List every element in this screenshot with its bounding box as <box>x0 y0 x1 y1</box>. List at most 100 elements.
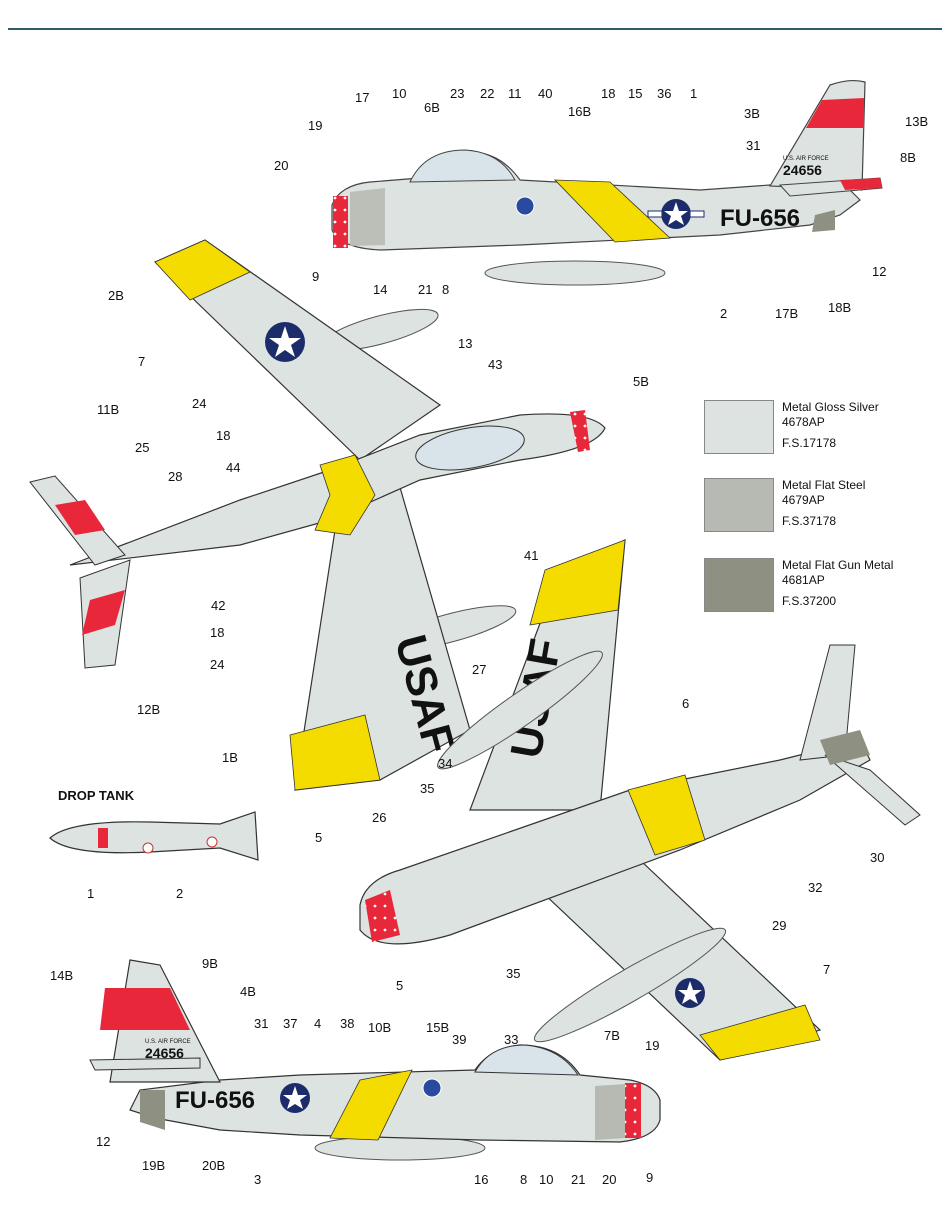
callout-top-profile-6B: 6B <box>424 100 440 115</box>
drop-tank <box>49 811 259 861</box>
callout-bottom-profile-4B: 4B <box>240 984 256 999</box>
top-view: USAF <box>29 239 606 791</box>
legend-steel-fs: F.S.37178 <box>782 514 837 528</box>
callout-bottom-view-26: 26 <box>372 810 386 825</box>
callout-bottom-view-30: 30 <box>870 850 884 865</box>
side-profile-left: FU-656 24656 U.S. AIR FORCE <box>89 959 661 1161</box>
callout-top-profile-19: 19 <box>308 118 322 133</box>
callout-top-view-7: 7 <box>138 354 145 369</box>
callout-top-view-43: 43 <box>488 357 502 372</box>
callout-top-view-11B: 11B <box>97 402 119 417</box>
callout-bottom-profile-12: 12 <box>96 1134 110 1149</box>
callout-top-profile-9: 9 <box>312 269 319 284</box>
drop-tank-title: DROP TANK <box>58 788 135 803</box>
swatch-flat-steel <box>704 478 774 532</box>
callout-bottom-profile-20B: 20B <box>202 1158 225 1173</box>
callout-top-profile-21: 21 <box>418 282 432 297</box>
callout-top-profile-20: 20 <box>274 158 288 173</box>
callout-top-profile-12: 12 <box>872 264 886 279</box>
callout-top-profile-36: 36 <box>657 86 671 101</box>
callout-top-profile-17B: 17B <box>775 306 798 321</box>
callout-top-profile-40: 40 <box>538 86 552 101</box>
callout-top-profile-8B: 8B <box>900 150 916 165</box>
callout-top-view-24: 24 <box>192 396 206 411</box>
callout-top-profile-23: 23 <box>450 86 464 101</box>
legend-steel-code: 4679AP <box>782 493 825 507</box>
callout-bottom-profile-10: 10 <box>539 1172 553 1187</box>
callout-bottom-view-32: 32 <box>808 880 822 895</box>
legend-steel-name: Metal Flat Steel <box>782 478 866 492</box>
tail-serial-bottom: 24656 <box>145 1045 184 1061</box>
callout-bottom-view-5: 5 <box>315 830 322 845</box>
callout-top-profile-22: 22 <box>480 86 494 101</box>
callout-top-profile-16B: 16B <box>568 104 591 119</box>
callout-bottom-profile-39: 39 <box>452 1032 466 1047</box>
callout-bottom-profile-16: 16 <box>474 1172 488 1187</box>
callout-bottom-profile-33: 33 <box>504 1032 518 1047</box>
callout-bottom-view-7: 7 <box>823 962 830 977</box>
callout-bottom-profile-9B: 9B <box>202 956 218 971</box>
legend-gunmetal-code: 4681AP <box>782 573 825 587</box>
callout-drop-tank-2: 2 <box>176 886 183 901</box>
callout-top-profile-8: 8 <box>442 282 449 297</box>
callout-top-view-42: 42 <box>211 598 225 613</box>
callout-top-profile-14: 14 <box>373 282 387 297</box>
side-profile-right: FU-656 24656 U.S. AIR FORCE <box>331 79 883 286</box>
callout-top-profile-2B: 2B <box>108 288 124 303</box>
callout-top-view-5B: 5B <box>633 374 649 389</box>
callout-bottom-profile-37: 37 <box>283 1016 297 1031</box>
callout-top-view-13: 13 <box>458 336 472 351</box>
callout-top-view-41: 41 <box>524 548 538 563</box>
callout-drop-tank-1: 1 <box>87 886 94 901</box>
callout-top-view-1B: 1B <box>222 750 238 765</box>
callout-bottom-profile-31: 31 <box>254 1016 268 1031</box>
callout-bottom-profile-8: 8 <box>520 1172 527 1187</box>
swatch-gloss-silver <box>704 400 774 454</box>
callout-bottom-view-5: 5 <box>396 978 403 993</box>
callout-top-profile-31: 31 <box>746 138 760 153</box>
legend-silver-name: Metal Gloss Silver <box>782 400 879 414</box>
callout-top-profile-10: 10 <box>392 86 406 101</box>
callout-top-profile-15: 15 <box>628 86 642 101</box>
callout-bottom-profile-7B: 7B <box>604 1028 620 1043</box>
callout-top-profile-11: 11 <box>508 86 522 101</box>
tail-serial-top: 24656 <box>783 162 822 178</box>
legend-gunmetal-fs: F.S.37200 <box>782 594 837 608</box>
callout-top-view-18: 18 <box>210 625 224 640</box>
callout-top-profile-3B: 3B <box>744 106 760 121</box>
callout-top-profile-1: 1 <box>690 86 697 101</box>
callout-top-view-27: 27 <box>472 662 486 677</box>
callout-top-profile-13B: 13B <box>905 114 928 129</box>
callout-bottom-profile-14B: 14B <box>50 968 73 983</box>
callout-bottom-profile-38: 38 <box>340 1016 354 1031</box>
buzz-number-bottom: FU-656 <box>175 1087 255 1114</box>
callout-top-view-25: 25 <box>135 440 149 455</box>
callout-bottom-view-35: 35 <box>506 966 520 981</box>
legend-silver-code: 4678AP <box>782 415 825 429</box>
buzz-number-top: FU-656 <box>720 205 800 232</box>
bottom-view: USAF <box>359 539 921 1061</box>
callout-top-view-24: 24 <box>210 657 224 672</box>
legend-steel: Metal Flat Steel 4679AP F.S.37178 <box>782 478 865 529</box>
callout-bottom-profile-10B: 10B <box>368 1020 391 1035</box>
legend-silver: Metal Gloss Silver 4678AP F.S.17178 <box>782 400 879 451</box>
callout-bottom-profile-19: 19 <box>645 1038 659 1053</box>
callout-top-view-44: 44 <box>226 460 240 475</box>
callout-bottom-profile-21: 21 <box>571 1172 585 1187</box>
tail-airforce-top: U.S. AIR FORCE <box>783 156 829 162</box>
callout-bottom-view-29: 29 <box>772 918 786 933</box>
callout-bottom-profile-15B: 15B <box>426 1020 449 1035</box>
callout-bottom-profile-4: 4 <box>314 1016 321 1031</box>
tail-airforce-bottom: U.S. AIR FORCE <box>145 1039 191 1045</box>
legend-gunmetal-name: Metal Flat Gun Metal <box>782 558 894 572</box>
swatch-flat-gun-metal <box>704 558 774 612</box>
callout-bottom-profile-19B: 19B <box>142 1158 165 1173</box>
callout-bottom-view-34: 34 <box>438 756 452 771</box>
callout-top-view-18: 18 <box>216 428 230 443</box>
header-rule <box>8 28 942 30</box>
legend-silver-fs: F.S.17178 <box>782 436 837 450</box>
callout-top-profile-18: 18 <box>601 86 615 101</box>
callout-bottom-profile-3: 3 <box>254 1172 261 1187</box>
